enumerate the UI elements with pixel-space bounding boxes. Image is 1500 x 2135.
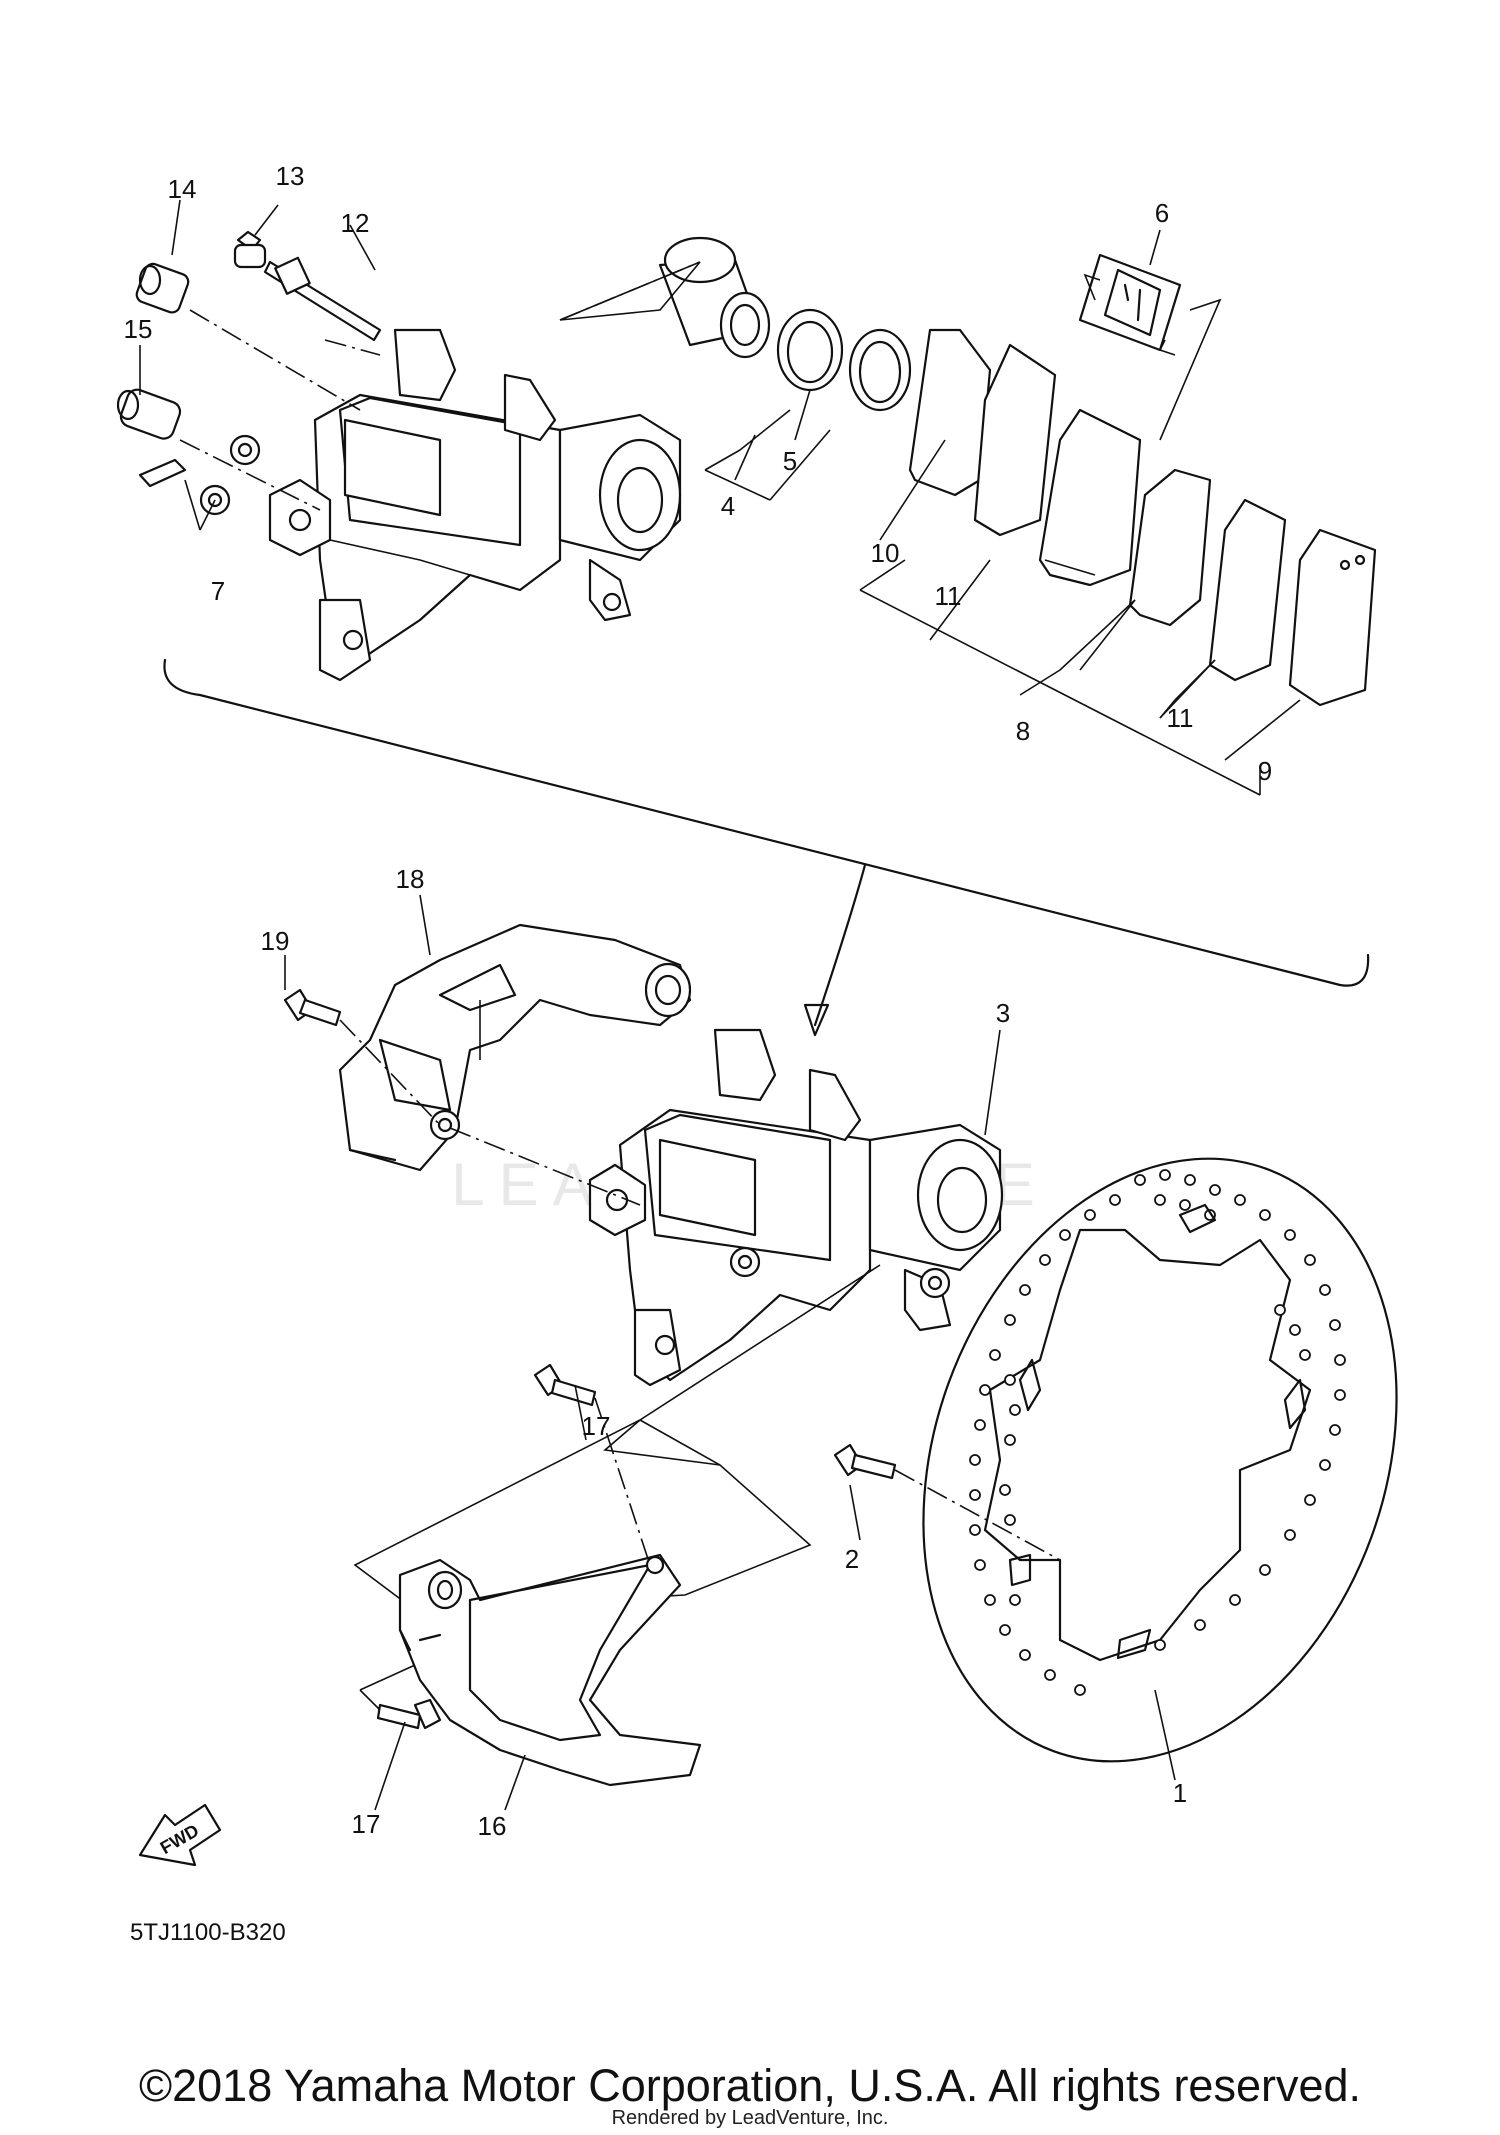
callout-11a: 11 bbox=[935, 581, 962, 611]
disc-guard bbox=[398, 1553, 702, 1787]
pin-and-fittings bbox=[116, 230, 382, 516]
callout-18: 18 bbox=[396, 864, 425, 894]
callout-9: 9 bbox=[1258, 756, 1272, 786]
callout-3: 3 bbox=[996, 998, 1010, 1028]
diagram-code: 5TJ1100-B320 bbox=[130, 1919, 286, 1946]
callout-14: 14 bbox=[168, 174, 197, 204]
bolt-17-lower bbox=[376, 1698, 442, 1730]
callout-12: 12 bbox=[341, 208, 370, 238]
callout-5: 5 bbox=[783, 446, 797, 476]
pad-spring bbox=[1078, 253, 1182, 352]
callout-16: 16 bbox=[478, 1811, 507, 1841]
callout-17b: 17 bbox=[352, 1809, 381, 1839]
callout-8: 8 bbox=[1016, 716, 1030, 746]
callout-2: 2 bbox=[845, 1544, 859, 1574]
callout-19: 19 bbox=[261, 926, 290, 956]
piston-and-seals bbox=[658, 236, 912, 412]
brake-caliper-assembly bbox=[588, 1028, 1004, 1387]
callout-11b: 11 bbox=[1167, 703, 1194, 733]
bolt-2 bbox=[833, 1443, 897, 1480]
callout-17a: 17 bbox=[582, 1411, 611, 1441]
callout-15: 15 bbox=[124, 314, 153, 344]
callout-6: 6 bbox=[1155, 198, 1169, 228]
assembly-bracket bbox=[163, 658, 1370, 987]
caliper-bracket bbox=[338, 923, 692, 1172]
fwd-direction-arrow: FWD bbox=[138, 1803, 222, 1867]
copyright-notice: ©2018 Yamaha Motor Corporation, U.S.A. A… bbox=[138, 2060, 1362, 2111]
brake-pads-and-shims bbox=[908, 328, 1377, 707]
callout-numbers: 1 2 3 4 5 6 7 8 9 10 11 11 12 13 14 15 1… bbox=[124, 161, 1273, 1841]
callout-10: 10 bbox=[871, 538, 900, 568]
callout-1: 1 bbox=[1173, 1778, 1187, 1808]
caliper-exploded-body bbox=[268, 328, 682, 682]
callout-13: 13 bbox=[276, 161, 305, 191]
brake-disc bbox=[922, 1157, 1398, 1763]
bolt-19 bbox=[283, 988, 342, 1027]
callout-7: 7 bbox=[211, 576, 225, 606]
callout-4: 4 bbox=[721, 491, 735, 521]
bolt-17-upper bbox=[533, 1363, 597, 1407]
callout-leaders bbox=[139, 199, 1261, 1811]
rendered-by-notice: Rendered by LeadVenture, Inc. bbox=[611, 2107, 889, 2129]
disc-holes bbox=[969, 1169, 1346, 1696]
